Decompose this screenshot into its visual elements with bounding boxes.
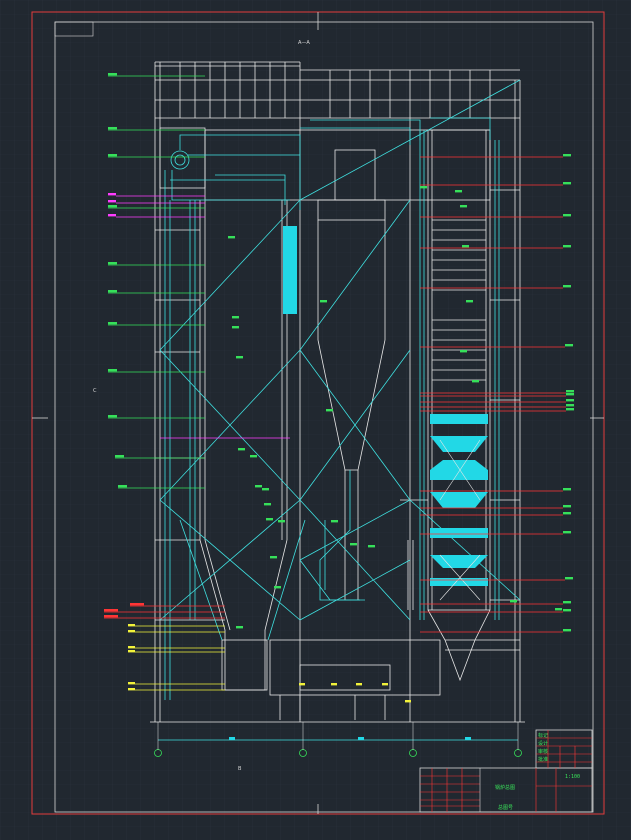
- annotation-tag: [565, 577, 573, 580]
- annotation-tag: [460, 350, 467, 353]
- annotation-tag: [270, 556, 277, 559]
- annotation-tag: [262, 488, 269, 491]
- annotation-tag: [128, 646, 135, 649]
- title-block-title: 锅炉总图: [495, 784, 515, 791]
- annotation-tag: [274, 586, 281, 589]
- annotation-tag: [320, 300, 327, 303]
- annotation-tag: [128, 624, 135, 627]
- annotation-tag: [566, 404, 574, 407]
- side-label: C: [93, 388, 97, 394]
- annotation-tag: [405, 700, 411, 703]
- annotation-tag: [108, 290, 117, 293]
- corner-box: [54, 21, 94, 37]
- annotation-tag: [108, 205, 117, 208]
- title-block-subtitle: 总图号: [498, 804, 513, 811]
- annotation-tag: [115, 455, 124, 458]
- annotation-tag: [236, 356, 243, 359]
- annotation-tag: [255, 485, 262, 488]
- annotation-tag: [563, 609, 571, 612]
- annotation-tag: [108, 415, 117, 418]
- annotation-tag: [232, 326, 239, 329]
- annotation-tag: [108, 73, 117, 76]
- annotation-tag: [128, 650, 135, 653]
- backpass-cross-bracing: [439, 439, 481, 601]
- annotation-tag: [278, 520, 285, 523]
- filled-heating-surfaces: [229, 226, 488, 740]
- annotation-tag: [250, 455, 257, 458]
- annotation-tag: [350, 543, 357, 546]
- annotation-tag: [238, 448, 245, 451]
- annotation-tag: [104, 615, 118, 618]
- annotation-tag: [563, 285, 571, 288]
- annotation-tag: [566, 390, 574, 393]
- annotation-leaders: [104, 73, 574, 703]
- annotation-tag: [108, 200, 116, 203]
- annotation-tag: [563, 531, 571, 534]
- annotation-tag: [563, 214, 571, 217]
- sheet-inner-frame: [54, 21, 594, 813]
- rev-text-1: 标记: [538, 732, 548, 739]
- annotation-tag: [108, 262, 117, 265]
- annotation-tag: [566, 408, 574, 411]
- annotation-tag: [563, 488, 571, 491]
- annotation-tag: [128, 630, 135, 633]
- annotation-tag: [356, 683, 362, 686]
- annotation-tag: [455, 190, 462, 193]
- annotation-tag: [108, 193, 116, 196]
- revision-box: [535, 729, 593, 769]
- annotation-tag: [563, 154, 571, 157]
- annotation-tag: [510, 600, 517, 603]
- annotation-tag: [326, 409, 333, 412]
- annotation-tag: [128, 682, 135, 685]
- annotation-tag: [462, 245, 469, 248]
- annotation-tag: [128, 688, 135, 691]
- scale-text: 1:100: [565, 774, 580, 780]
- annotation-tag: [108, 127, 117, 130]
- annotation-tag: [108, 322, 117, 325]
- annotation-tag: [420, 186, 427, 189]
- annotation-tag: [368, 545, 375, 548]
- section-label: A—A: [298, 40, 310, 46]
- annotation-tag: [108, 369, 117, 372]
- annotation-tag: [555, 608, 562, 611]
- annotation-tag: [108, 214, 116, 217]
- rev-text-3: 审核: [538, 748, 548, 755]
- annotation-tag: [563, 601, 571, 604]
- annotation-tag: [563, 505, 571, 508]
- annotation-tag: [118, 485, 127, 488]
- annotation-tag: [104, 609, 118, 612]
- annotation-tag: [466, 300, 473, 303]
- annotation-tag: [264, 503, 271, 506]
- column-grid-lines: [157, 722, 519, 750]
- annotation-tag: [565, 344, 573, 347]
- annotation-tag: [563, 182, 571, 185]
- annotation-tag: [266, 518, 273, 521]
- annotation-tag: [130, 603, 144, 606]
- annotation-tag: [563, 245, 571, 248]
- annotation-tag: [236, 626, 243, 629]
- annotation-tag: [108, 154, 117, 157]
- annotation-tag: [566, 393, 574, 396]
- annotation-tag: [382, 683, 388, 686]
- annotation-tag: [563, 629, 571, 632]
- annotation-tag: [232, 316, 239, 319]
- annotation-tag: [228, 236, 235, 239]
- annotation-tag: [563, 512, 571, 515]
- annotation-tag: [331, 683, 337, 686]
- title-block: 锅炉总图 总图号 标记 设计 审核 批准 1:100: [419, 729, 593, 813]
- rev-text-2: 设计: [538, 740, 548, 747]
- rev-text-4: 批准: [538, 756, 548, 763]
- bottom-label: B: [238, 766, 242, 772]
- annotation-tag: [472, 380, 479, 383]
- annotation-tag: [331, 520, 338, 523]
- annotation-tag: [299, 683, 305, 686]
- annotation-tag: [566, 399, 574, 402]
- steel-structure: [150, 61, 525, 723]
- annotation-tag: [460, 205, 467, 208]
